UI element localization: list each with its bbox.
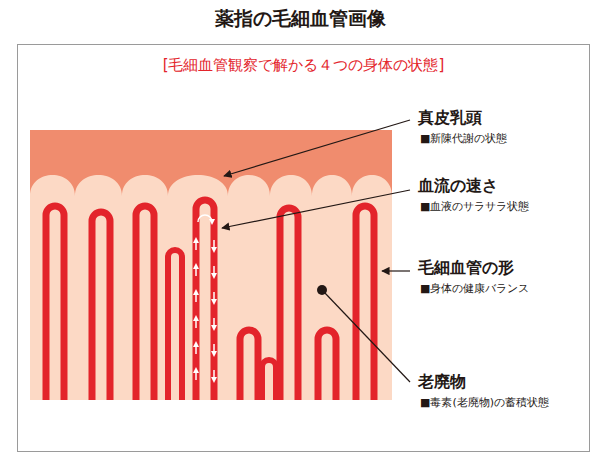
capillary-loop — [280, 208, 298, 400]
callout-note: ■毒素(老廃物)の蓄積状態 — [420, 395, 549, 410]
capillary-loop — [318, 330, 336, 400]
callout-note: ■血液のサラサラ状態 — [420, 199, 529, 214]
leader-line — [382, 270, 410, 271]
leader-line — [324, 292, 410, 382]
flow-arrow — [198, 215, 212, 222]
capillary-loop — [92, 212, 110, 400]
title: 薬指の毛細血管画像 — [215, 6, 386, 32]
flow-arrow — [195, 240, 197, 250]
dermal-papilla — [30, 175, 392, 400]
flow-arrow — [195, 292, 197, 302]
callout-heading: 血流の速さ — [418, 176, 498, 197]
frame-box: [毛細血管観察で解かる４つの身体の状態] — [17, 44, 590, 452]
capillary-loop — [240, 330, 258, 400]
leader-line — [222, 190, 410, 228]
flow-arrow — [195, 344, 197, 354]
flow-arrow — [213, 266, 215, 276]
flow-arrow — [195, 318, 197, 328]
flow-arrow — [213, 344, 215, 354]
flow-arrow — [213, 318, 215, 328]
callout-heading: 毛細血管の形 — [418, 258, 514, 279]
subtitle: [毛細血管観察で解かる４つの身体の状態] — [163, 56, 445, 75]
callout-note: ■新陳代謝の状態 — [420, 131, 507, 146]
callout-heading: 老廃物 — [418, 372, 466, 393]
capillary-loop — [168, 250, 182, 400]
flow-arrow — [195, 370, 197, 380]
waste-dot — [317, 285, 327, 295]
flow-arrow — [213, 240, 215, 250]
callout-heading: 真皮乳頭 — [418, 108, 482, 129]
flow-arrow — [213, 292, 215, 302]
capillary-loop — [46, 206, 64, 400]
capillary-loop — [356, 206, 374, 400]
capillary-loop — [136, 206, 154, 400]
callout-note: ■身体の健康バランス — [420, 281, 529, 296]
flow-arrow — [213, 370, 215, 380]
flow-arrow — [195, 266, 197, 276]
capillary-loop — [262, 360, 276, 400]
leader-line — [224, 120, 410, 176]
capillary-loop — [196, 200, 214, 400]
